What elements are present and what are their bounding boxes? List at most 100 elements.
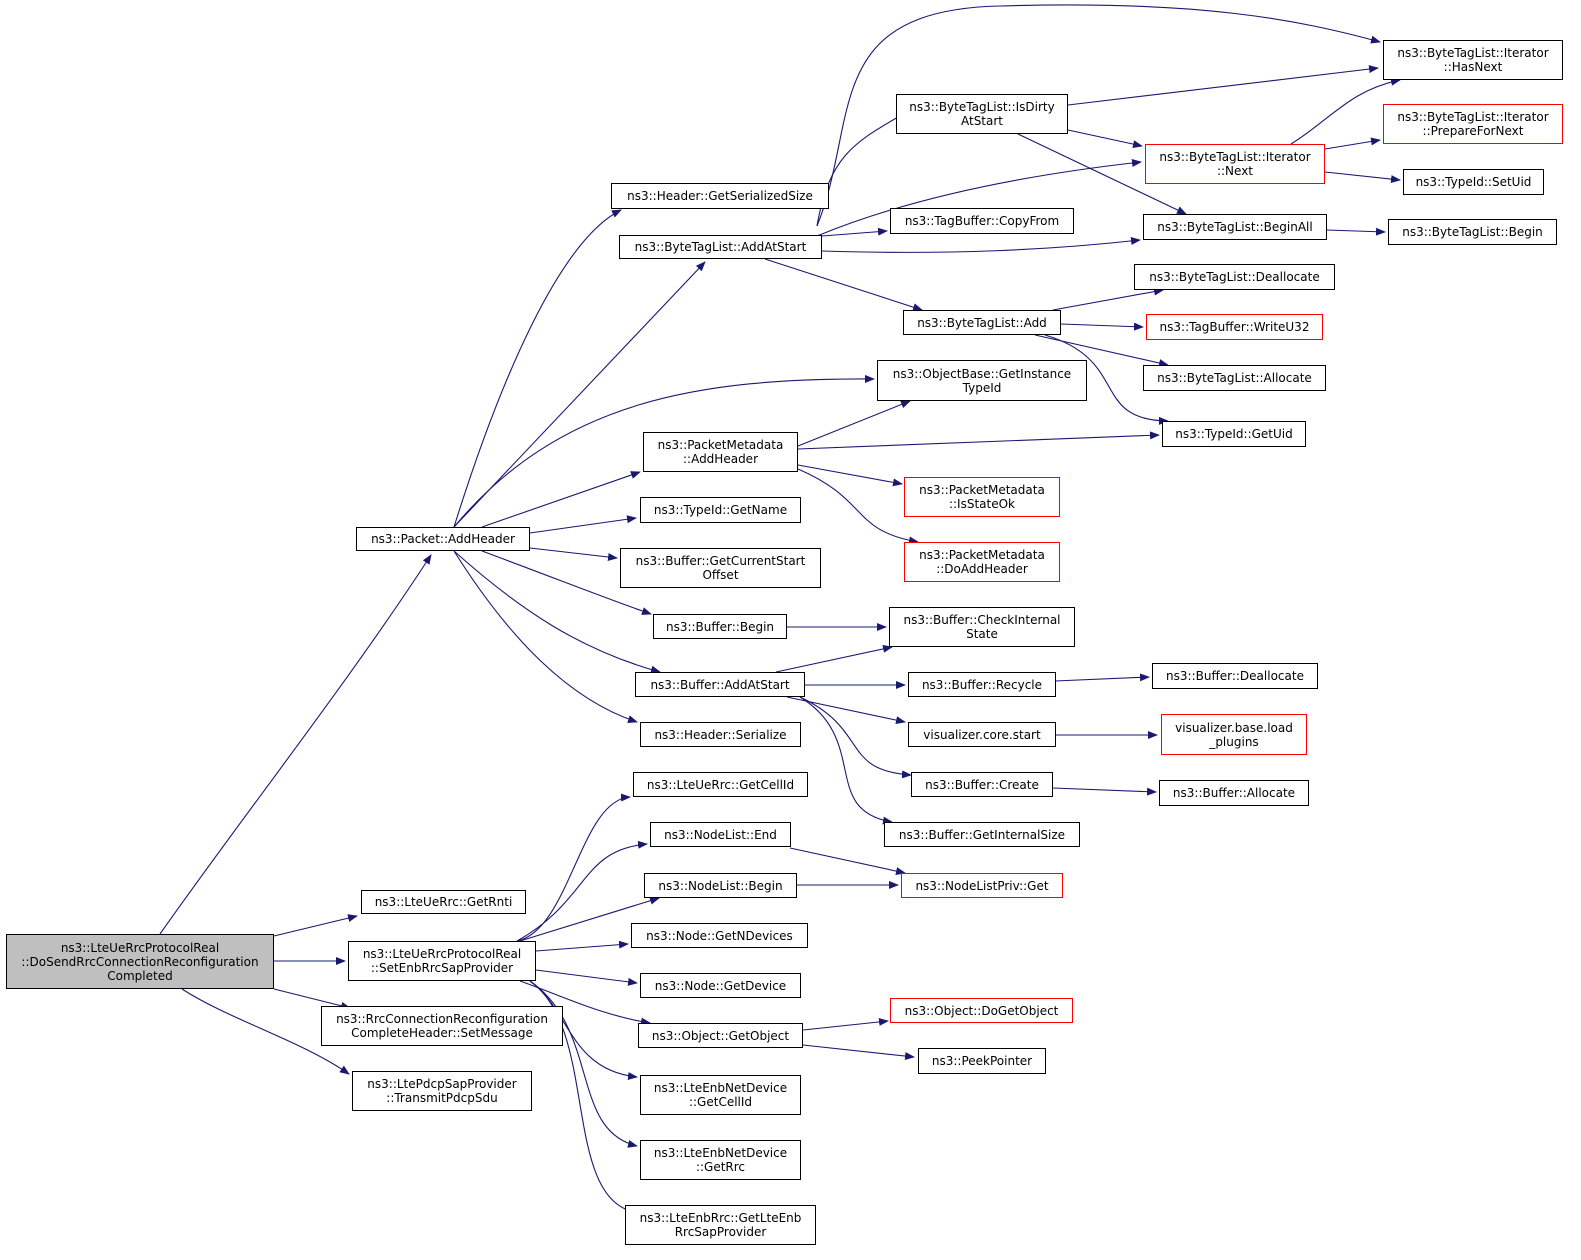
node-nodelistpriv-get-label: ns3::NodeListPriv::Get bbox=[915, 878, 1049, 893]
node-buf-curstart-line-2: Offset bbox=[702, 568, 739, 582]
node-nodelist-end[interactable]: ns3::NodeList::End bbox=[650, 822, 791, 847]
node-packet-addheader[interactable]: ns3::Packet::AddHeader bbox=[356, 527, 530, 551]
node-vis-core-start-label: visualizer.core.start bbox=[923, 727, 1041, 742]
call-edge-1 bbox=[159, 554, 432, 935]
node-vis-core-start[interactable]: visualizer.core.start bbox=[908, 722, 1056, 747]
node-nodelistpriv-get[interactable]: ns3::NodeListPriv::Get bbox=[901, 873, 1063, 898]
node-ue-getrnti[interactable]: ns3::LteUeRrc::GetRnti bbox=[361, 890, 526, 914]
call-edge-32 bbox=[797, 464, 903, 487]
node-it-prepare[interactable]: ns3::ByteTagList::Iterator::PrepareForNe… bbox=[1383, 104, 1563, 144]
node-btl-begin[interactable]: ns3::ByteTagList::Begin bbox=[1388, 219, 1557, 245]
node-node-getdevice-label: ns3::Node::GetDevice bbox=[654, 978, 787, 993]
node-buf-addatstart[interactable]: ns3::Buffer::AddAtStart bbox=[635, 672, 805, 697]
node-header-getsize[interactable]: ns3::Header::GetSerializedSize bbox=[611, 183, 829, 209]
node-buf-begin-label: ns3::Buffer::Begin bbox=[665, 619, 775, 634]
node-it-next[interactable]: ns3::ByteTagList::Iterator::Next bbox=[1145, 144, 1325, 184]
node-btl-isdirty-line-1: ns3::ByteTagList::IsDirty bbox=[909, 100, 1055, 114]
call-edge-16 bbox=[516, 840, 648, 942]
node-buf-recycle[interactable]: ns3::Buffer::Recycle bbox=[908, 672, 1056, 697]
call-edge-48 bbox=[1060, 322, 1144, 331]
node-it-hasnext[interactable]: ns3::ByteTagList::Iterator::HasNext bbox=[1383, 40, 1563, 80]
node-pm-addheader-line-1: ns3::PacketMetadata bbox=[657, 438, 784, 452]
node-pm-isstateok[interactable]: ns3::PacketMetadata::IsStateOk bbox=[904, 477, 1060, 517]
node-tagbuf-copyfrom[interactable]: ns3::TagBuffer::CopyFrom bbox=[890, 208, 1074, 234]
node-buf-getinternalsize-label: ns3::Buffer::GetInternalSize bbox=[898, 827, 1066, 842]
node-tagbuf-copyfrom-label: ns3::TagBuffer::CopyFrom bbox=[904, 214, 1060, 228]
call-edge-6 bbox=[453, 209, 622, 528]
node-btl-add[interactable]: ns3::ByteTagList::Add bbox=[903, 310, 1061, 335]
node-typeid-getname-label: ns3::TypeId::GetName bbox=[653, 503, 788, 517]
node-it-prepare-line-2: ::PrepareForNext bbox=[1422, 124, 1524, 138]
node-obj-dogetobject-label: ns3::Object::DoGetObject bbox=[904, 1003, 1059, 1018]
call-edge-44 bbox=[1067, 65, 1379, 106]
call-edge-20 bbox=[519, 980, 651, 1026]
node-packet-addheader-label: ns3::Packet::AddHeader bbox=[371, 532, 515, 546]
node-buf-curstart-line-1: ns3::Buffer::GetCurrentStart bbox=[635, 554, 806, 568]
node-setenb-line-2: ::SetEnbRrcSapProvider bbox=[370, 961, 514, 975]
node-tagbuf-writeu32[interactable]: ns3::TagBuffer::WriteU32 bbox=[1146, 314, 1323, 340]
node-buf-create[interactable]: ns3::Buffer::Create bbox=[911, 772, 1053, 797]
node-peekpointer-label: ns3::PeekPointer bbox=[931, 1054, 1033, 1068]
node-ue-getcellid-label: ns3::LteUeRrc::GetCellId bbox=[646, 777, 795, 792]
node-it-hasnext-line-1: ns3::ByteTagList::Iterator bbox=[1397, 46, 1549, 60]
call-edge-42 bbox=[802, 1017, 889, 1031]
node-buf-alloc[interactable]: ns3::Buffer::Allocate bbox=[1159, 780, 1309, 806]
node-node-getndevices[interactable]: ns3::Node::GetNDevices bbox=[631, 923, 808, 948]
node-header-serialize[interactable]: ns3::Header::Serialize bbox=[640, 722, 801, 747]
node-typeid-getuid[interactable]: ns3::TypeId::GetUid bbox=[1162, 421, 1306, 447]
node-pm-doaddheader[interactable]: ns3::PacketMetadata::DoAddHeader bbox=[904, 542, 1060, 582]
node-buf-begin[interactable]: ns3::Buffer::Begin bbox=[653, 614, 787, 639]
node-transmit[interactable]: ns3::LtePdcpSapProvider::TransmitPdcpSdu bbox=[352, 1071, 532, 1111]
call-edge-18 bbox=[535, 940, 629, 952]
node-enbnd-getrrc[interactable]: ns3::LteEnbNetDevice::GetRrc bbox=[640, 1140, 801, 1180]
node-typeid-getname[interactable]: ns3::TypeId::GetName bbox=[640, 497, 801, 523]
node-pm-doaddheader-line-2: ::DoAddHeader bbox=[936, 562, 1028, 576]
node-header-serialize-label: ns3::Header::Serialize bbox=[654, 727, 787, 742]
node-nodelist-begin[interactable]: ns3::NodeList::Begin bbox=[644, 873, 797, 898]
node-btl-beginall[interactable]: ns3::ByteTagList::BeginAll bbox=[1143, 214, 1327, 240]
node-object-getobject[interactable]: ns3::Object::GetObject bbox=[638, 1023, 803, 1048]
node-typeid-getuid-label: ns3::TypeId::GetUid bbox=[1175, 427, 1293, 441]
node-buf-recycle-label: ns3::Buffer::Recycle bbox=[921, 677, 1043, 692]
call-edge-46 bbox=[1017, 133, 1187, 215]
call-edge-55 bbox=[1324, 137, 1381, 150]
node-vis-base-load[interactable]: visualizer.base.load_plugins bbox=[1161, 714, 1307, 755]
call-edge-50 bbox=[1044, 334, 1169, 425]
node-node-getdevice[interactable]: ns3::Node::GetDevice bbox=[640, 973, 801, 998]
node-buf-dealloc-label: ns3::Buffer::Deallocate bbox=[1166, 669, 1304, 683]
node-ue-getcellid[interactable]: ns3::LteUeRrc::GetCellId bbox=[633, 772, 808, 797]
node-buf-getinternalsize[interactable]: ns3::Buffer::GetInternalSize bbox=[884, 822, 1080, 847]
node-buf-dealloc[interactable]: ns3::Buffer::Deallocate bbox=[1152, 663, 1318, 689]
call-edge-10 bbox=[529, 515, 637, 534]
node-btl-addatstart[interactable]: ns3::ByteTagList::AddAtStart bbox=[619, 235, 822, 259]
node-enbnd-getcellid[interactable]: ns3::LteEnbNetDevice::GetCellId bbox=[640, 1075, 801, 1115]
node-enbnd-getrrc-line-1: ns3::LteEnbNetDevice bbox=[653, 1146, 788, 1160]
node-enbnd-getcellid-line-2: ::GetCellId bbox=[688, 1095, 753, 1109]
call-edge-40 bbox=[789, 847, 906, 875]
node-ob-getinstance-line-2: TypeId bbox=[962, 380, 1002, 395]
node-typeid-setuid[interactable]: ns3::TypeId::SetUid bbox=[1403, 169, 1544, 195]
node-obj-dogetobject[interactable]: ns3::Object::DoGetObject bbox=[890, 998, 1073, 1023]
node-pm-addheader[interactable]: ns3::PacketMetadata::AddHeader bbox=[643, 432, 798, 472]
node-root-line-2: ::DoSendRrcConnectionReconfiguration bbox=[21, 954, 259, 969]
node-transmit-line-2: ::TransmitPdcpSdu bbox=[386, 1091, 498, 1105]
call-edge-31 bbox=[797, 431, 1160, 450]
call-edge-9 bbox=[481, 471, 641, 528]
node-peekpointer[interactable]: ns3::PeekPointer bbox=[918, 1048, 1046, 1074]
node-btl-dealloc[interactable]: ns3::ByteTagList::Deallocate bbox=[1134, 264, 1335, 290]
call-edge-51 bbox=[1054, 673, 1150, 682]
call-edge-7 bbox=[453, 261, 706, 528]
node-buf-create-label: ns3::Buffer::Create bbox=[925, 777, 1039, 792]
node-setenb[interactable]: ns3::LteUeRrcProtocolReal::SetEnbRrcSapP… bbox=[348, 941, 536, 981]
call-edge-27 bbox=[821, 237, 1141, 253]
call-edge-25 bbox=[816, 159, 1142, 237]
node-root[interactable]: ns3::LteUeRrcProtocolReal::DoSendRrcConn… bbox=[6, 934, 274, 989]
node-btl-alloc[interactable]: ns3::ByteTagList::Allocate bbox=[1143, 365, 1326, 391]
node-root-line-3: Completed bbox=[107, 968, 173, 983]
